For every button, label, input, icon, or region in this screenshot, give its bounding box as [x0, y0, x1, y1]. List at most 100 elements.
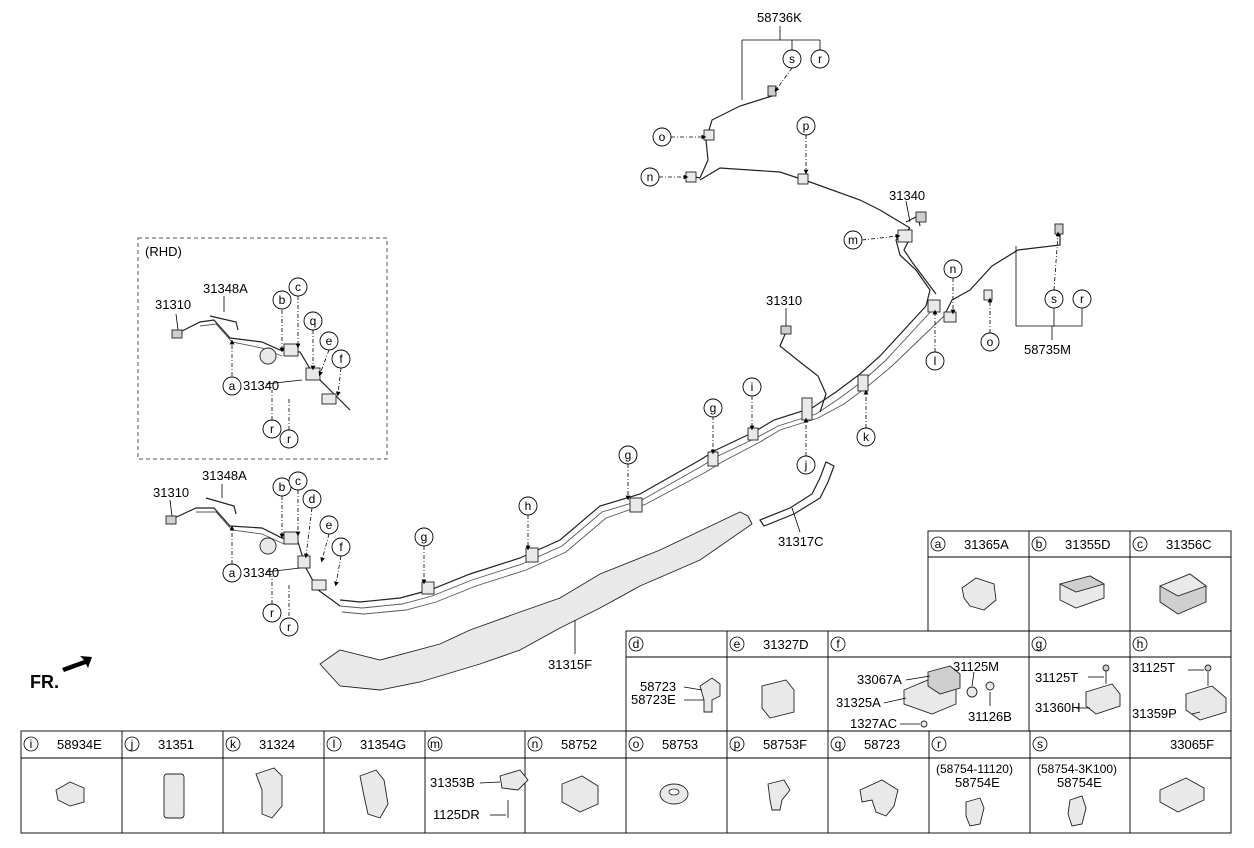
callout-letter: n [647, 170, 654, 184]
table-letter: e [734, 637, 741, 651]
callout-f: f [331, 537, 351, 557]
callout-letter: b [279, 293, 286, 307]
callout-letter: n [950, 262, 957, 276]
leader-lines [169, 26, 1083, 616]
callout-d: d [302, 489, 322, 509]
callout-o: o [980, 332, 1000, 352]
table-cell-r: r [931, 736, 947, 752]
table-part-number: 31327D [763, 637, 809, 652]
table-cell-h: h [1132, 636, 1148, 652]
table-cell-e: e 31327D [729, 636, 809, 652]
callout-a: a [222, 563, 242, 583]
callout-letter: r [1080, 292, 1084, 306]
callout-r: r [1072, 289, 1092, 309]
rhd-assembly [171, 315, 351, 411]
part-58753f-icon [767, 779, 791, 811]
part-31324-icon [255, 767, 283, 819]
table-letter: o [633, 737, 640, 751]
table-part-number: 58753 [662, 737, 698, 752]
table-part-number: 58753F [763, 737, 807, 752]
callout-letter: q [310, 314, 317, 328]
label-31317c: 31317C [778, 534, 824, 549]
label-s-58754e: 58754E [1057, 775, 1102, 790]
label-rhd-31348a: 31348A [203, 281, 248, 296]
callout-l: l [925, 351, 945, 371]
label-d-58723: 58723 [640, 679, 676, 694]
label-rhd-31340: 31340 [243, 378, 279, 393]
part-58723-icon [699, 677, 721, 713]
callout-letter: d [309, 492, 316, 506]
table-letter: d [633, 637, 640, 651]
label-h-31359p: 31359P [1132, 706, 1177, 721]
label-d-58723e: 58723E [631, 692, 676, 707]
callout-f: f [331, 349, 351, 369]
part-33065f-icon [1159, 777, 1205, 813]
label-31315f: 31315F [548, 657, 592, 672]
table-cell-g: g [1031, 636, 1047, 652]
label-h-31125t: 31125T [1132, 660, 1175, 675]
callout-b: b [272, 290, 292, 310]
callout-b: b [272, 477, 292, 497]
callout-letter: o [987, 335, 994, 349]
label-rhd: (RHD) [145, 244, 182, 259]
callout-s: s [1044, 289, 1064, 309]
callout-letter: e [326, 518, 333, 532]
table-part-number: 31355D [1065, 537, 1111, 552]
label-lhd-31340: 31340 [243, 565, 279, 580]
part-33067a-icon [927, 665, 961, 695]
callout-r: r [262, 419, 282, 439]
table-letter: a [935, 537, 942, 551]
label-f-33067a: 33067A [857, 672, 902, 687]
callout-letter: f [339, 540, 343, 554]
part-31353b-icon [499, 769, 529, 791]
label-lhd-31348a: 31348A [202, 468, 247, 483]
label-31310-mid: 31310 [766, 293, 802, 308]
callout-r: r [810, 49, 830, 69]
label-f-31125m: 31125M [953, 659, 999, 674]
label-f-31126b: 31126B [968, 709, 1012, 724]
table-letter: s [1037, 737, 1043, 751]
callout-letter: e [326, 334, 333, 348]
label-g-31360h: 31360H [1035, 700, 1081, 715]
callout-letter: r [270, 422, 274, 436]
callout-letter: o [659, 130, 666, 144]
rhd-box [137, 237, 388, 460]
callout-g: g [414, 527, 434, 547]
table-part-drawings [55, 573, 1227, 827]
table-cell-n: n 58752 [527, 736, 597, 752]
part-31359p-icon [1185, 685, 1227, 721]
table-letter: j [130, 737, 134, 751]
part-58752-icon [561, 775, 599, 813]
bolt-31125t-icon [1102, 664, 1110, 672]
table-part-number: 31356C [1166, 537, 1212, 552]
callout-letter: a [229, 379, 236, 393]
callout-letter: f [339, 352, 343, 366]
table-part-number: 33065F [1170, 737, 1214, 752]
part-31354g-icon [359, 769, 389, 819]
callout-letter: r [287, 620, 291, 634]
part-31351-icon [163, 773, 185, 819]
callout-letter: g [710, 401, 717, 415]
bolt-31125t-h-icon [1204, 664, 1212, 672]
callout-letter: r [287, 432, 291, 446]
callout-s: s [782, 49, 802, 69]
callout-letter: k [863, 430, 870, 444]
callout-p: p [796, 116, 816, 136]
diagram-labels: 58736K 31340 58735M 31310 31317C 31315F … [30, 10, 1071, 692]
label-lhd-31310: 31310 [153, 485, 189, 500]
part-31327d-icon [761, 679, 795, 719]
table-letter: b [1036, 537, 1043, 551]
part-31125m-icon [966, 686, 978, 698]
callout-letter: c [295, 474, 301, 488]
callout-i: i [742, 377, 762, 397]
table-part-number: 58752 [561, 737, 597, 752]
table-letter: n [532, 737, 539, 751]
callout-r: r [279, 429, 299, 449]
